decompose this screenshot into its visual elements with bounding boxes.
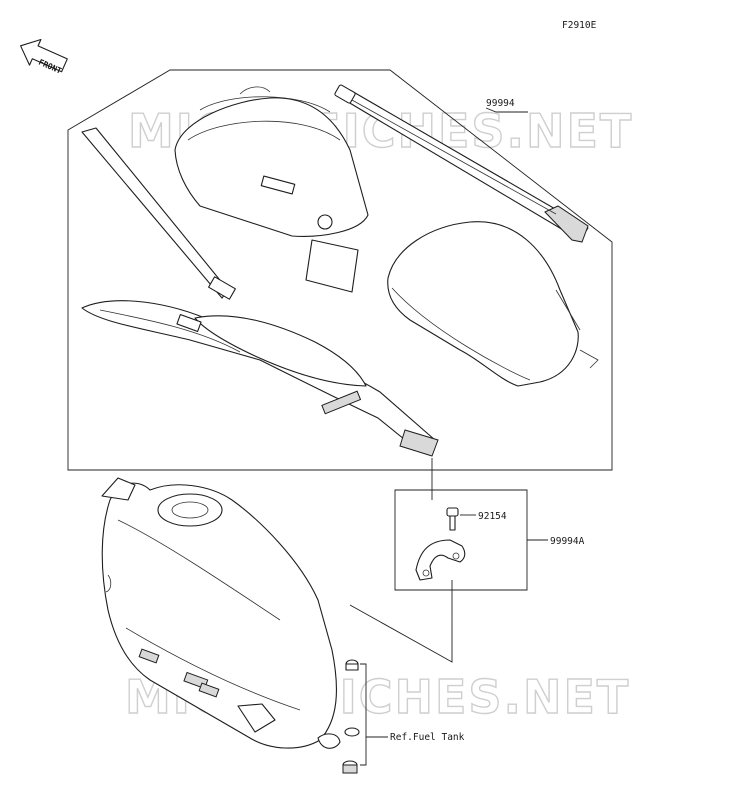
front-arrow-icon	[20, 38, 68, 73]
tank-bag-base-part	[81, 127, 439, 457]
grommet-parts	[342, 659, 360, 774]
callout-99994a: 99994A	[550, 536, 585, 547]
bolt-part	[446, 507, 459, 531]
figure-code: F2910E	[562, 20, 597, 31]
strap-part	[334, 84, 589, 243]
bracket-to-tank-leader	[349, 580, 453, 663]
callout-leader-99994	[485, 107, 528, 113]
fuel-tank-part	[101, 477, 341, 749]
bracket-part	[415, 539, 466, 581]
grommet-bracket-line	[360, 663, 367, 766]
callout-ref-fuel-tank: Ref.Fuel Tank	[390, 732, 465, 743]
bracket-kit-box	[394, 489, 528, 591]
seat-cover-part	[387, 221, 599, 387]
callout-92154: 92154	[478, 511, 507, 522]
kit-enclosure	[67, 69, 613, 471]
tank-bag-part	[174, 86, 369, 293]
callout-99994: 99994	[486, 98, 515, 109]
